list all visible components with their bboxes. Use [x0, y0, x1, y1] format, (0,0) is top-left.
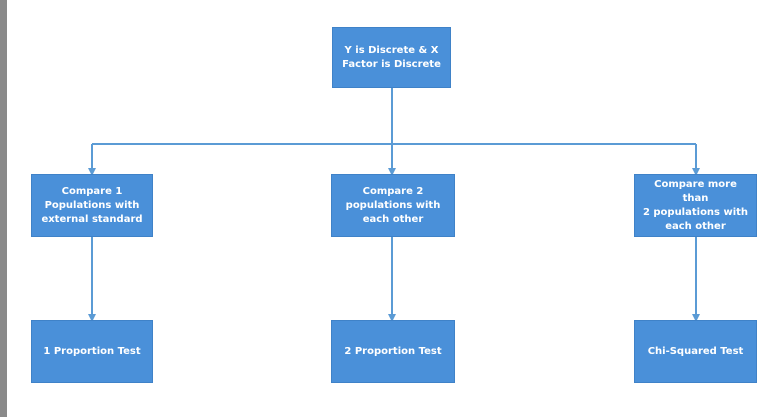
root-node-discrete-y-discrete-x: Y is Discrete & X Factor is Discrete	[332, 27, 451, 88]
chi-squared-test-node: Chi-Squared Test	[634, 320, 757, 383]
branch-3-condition-label: Compare more than 2 populations with eac…	[642, 178, 749, 232]
one-proportion-test-node: 1 Proportion Test	[31, 320, 153, 383]
one-proportion-test-label: 1 Proportion Test	[43, 345, 141, 357]
chi-squared-test-label: Chi-Squared Test	[647, 345, 744, 357]
branch-2-condition-node: Compare 2 populations with each other	[331, 174, 455, 237]
two-proportion-test-label: 2 Proportion Test	[344, 345, 442, 357]
branch-1-condition-node: Compare 1 Populations with external stan…	[31, 174, 153, 237]
branch-1-condition-label: Compare 1 Populations with external stan…	[41, 185, 143, 225]
two-proportion-test-node: 2 Proportion Test	[331, 320, 455, 383]
branch-3-condition-node: Compare more than 2 populations with eac…	[634, 174, 757, 237]
root-node-label: Y is Discrete & X Factor is Discrete	[342, 44, 441, 70]
branch-2-condition-label: Compare 2 populations with each other	[345, 185, 441, 225]
left-border	[0, 0, 7, 417]
